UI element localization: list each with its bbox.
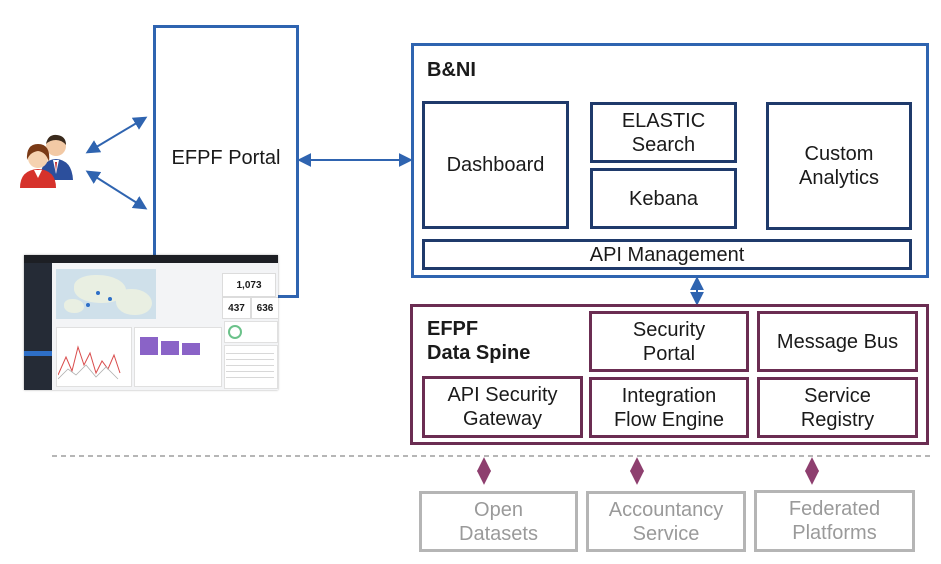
api-management-label: API Management bbox=[589, 243, 745, 266]
data-spine-container bbox=[410, 304, 929, 445]
security-portal-box[interactable]: Security Portal bbox=[589, 311, 749, 372]
accountancy-service-box[interactable]: Accountancy Service bbox=[586, 491, 746, 552]
kpi-b: 636 bbox=[251, 297, 278, 319]
data-spine-title: EFPF Data Spine bbox=[427, 318, 531, 365]
kebana-box[interactable]: Kebana bbox=[590, 168, 737, 229]
federated-platforms-box[interactable]: Federated Platforms bbox=[754, 490, 915, 552]
accountancy-service-label: Accountancy Service bbox=[608, 498, 724, 545]
custom-analytics-box[interactable]: Custom Analytics bbox=[766, 102, 912, 230]
message-bus-box[interactable]: Message Bus bbox=[757, 311, 918, 372]
integration-flow-engine-box[interactable]: Integration Flow Engine bbox=[589, 377, 749, 438]
service-registry-box[interactable]: Service Registry bbox=[757, 377, 918, 438]
dashboard-screenshot: 1,073 437 636 bbox=[24, 255, 278, 390]
api-security-gateway-label: API Security Gateway bbox=[447, 384, 558, 430]
api-security-gateway-box[interactable]: API Security Gateway bbox=[422, 376, 583, 438]
open-datasets-box[interactable]: Open Datasets bbox=[419, 491, 578, 552]
kpi-main: 1,073 bbox=[222, 273, 276, 297]
api-management-box[interactable]: API Management bbox=[422, 239, 912, 270]
dashboard-label: Dashboard bbox=[446, 154, 545, 176]
arrow-users-portal-upper bbox=[85, 116, 148, 154]
kebana-label: Kebana bbox=[629, 187, 698, 210]
bni-title: B&NI bbox=[427, 59, 476, 81]
elastic-search-label: ELASTIC Search bbox=[621, 109, 706, 156]
elastic-search-box[interactable]: ELASTIC Search bbox=[590, 102, 737, 163]
kpi-a: 437 bbox=[222, 297, 251, 319]
arrow-users-portal-lower bbox=[85, 170, 148, 210]
security-portal-label: Security Portal bbox=[632, 318, 706, 365]
message-bus-label: Message Bus bbox=[776, 330, 899, 353]
bni-container bbox=[411, 43, 929, 278]
users-icon bbox=[20, 134, 73, 188]
federated-platforms-label: Federated Platforms bbox=[788, 498, 881, 544]
dashboard-box[interactable]: Dashboard bbox=[422, 101, 569, 229]
integration-flow-engine-label: Integration Flow Engine bbox=[613, 384, 725, 431]
efpf-portal-label: EFPF Portal bbox=[171, 147, 281, 169]
custom-analytics-label: Custom Analytics bbox=[798, 143, 880, 189]
open-datasets-label: Open Datasets bbox=[459, 498, 538, 545]
service-registry-label: Service Registry bbox=[800, 384, 875, 431]
